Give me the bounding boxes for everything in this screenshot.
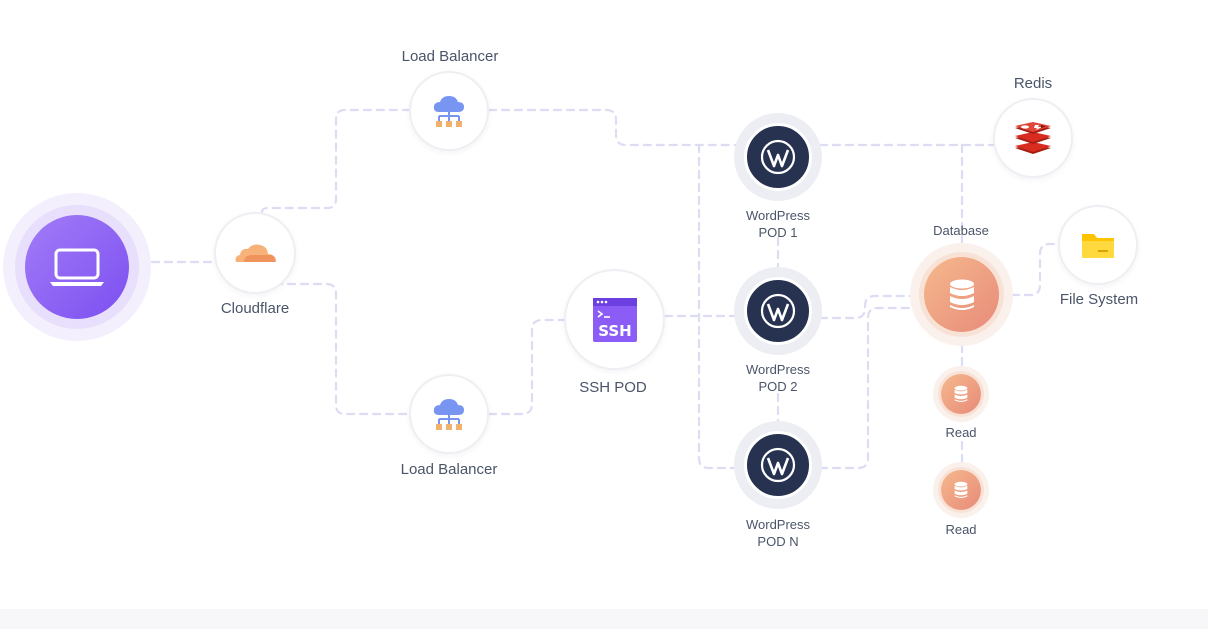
wordpress-pod-1-label-line1: WordPress xyxy=(745,208,811,223)
line-cloudflare-lb-top xyxy=(260,108,412,214)
wordpress-pod-n-label: WordPress POD N xyxy=(746,516,810,550)
read-replica-2-label: Read xyxy=(945,522,977,537)
ssh-pod-label: SSH POD xyxy=(579,379,647,396)
cloud-network-icon xyxy=(433,399,464,430)
wordpress-pod-1-node xyxy=(734,113,822,201)
line-lb-top-wp1 xyxy=(487,108,738,147)
wordpress-pod-2-label-line1: WordPress xyxy=(745,362,811,377)
wordpress-pod-1-label-line2: POD 1 xyxy=(758,225,798,240)
line-cloudflare-lb-bottom xyxy=(260,282,412,416)
folder-icon xyxy=(1082,234,1114,258)
database-node xyxy=(910,243,1013,346)
cloudflare-node xyxy=(214,212,296,294)
wordpress-pod-n-label-line2: POD N xyxy=(757,534,799,549)
wordpress-icon xyxy=(760,139,796,175)
file-system-node xyxy=(1058,205,1138,285)
line-wpn-database xyxy=(818,306,914,470)
ssh-icon-text: SSH xyxy=(598,322,632,340)
load-balancer-bottom-label: Load Balancer xyxy=(400,461,498,478)
cloudflare-icon xyxy=(235,244,276,262)
wordpress-icon xyxy=(760,293,796,329)
line-wp2-database xyxy=(818,294,914,320)
wordpress-pod-n-label-line1: WordPress xyxy=(745,517,811,532)
database-label: Database xyxy=(933,223,989,238)
ssh-terminal-icon: SSH xyxy=(592,297,637,342)
wordpress-pod-2-node xyxy=(734,267,822,355)
database-icon xyxy=(954,481,968,498)
laptop-icon xyxy=(50,248,104,286)
cloudflare-label: Cloudflare xyxy=(220,300,290,317)
line-lb-bottom-ssh xyxy=(487,318,567,416)
database-icon xyxy=(949,279,974,310)
load-balancer-top-node xyxy=(409,71,489,151)
file-system-label: File System xyxy=(1059,291,1139,308)
wordpress-pod-2-label: WordPress POD 2 xyxy=(746,361,810,395)
redis-icon xyxy=(1015,122,1051,154)
footer-band xyxy=(0,609,1208,629)
ssh-pod-node: SSH xyxy=(564,269,665,370)
read-replica-2-node xyxy=(933,462,989,518)
line-trunk-left xyxy=(697,143,738,470)
database-icon xyxy=(954,385,968,402)
wordpress-pod-2-label-line2: POD 2 xyxy=(758,379,798,394)
redis-node xyxy=(993,98,1073,178)
load-balancer-top-label: Load Balancer xyxy=(401,48,499,65)
client-laptop-node xyxy=(3,193,151,341)
load-balancer-bottom-node xyxy=(409,374,489,454)
wordpress-pod-n-node xyxy=(734,421,822,509)
redis-label: Redis xyxy=(1013,75,1053,92)
wordpress-pod-1-label: WordPress POD 1 xyxy=(746,207,810,241)
read-replica-1-label: Read xyxy=(945,425,977,440)
cloud-network-icon xyxy=(433,96,464,127)
read-replica-1-node xyxy=(933,366,989,422)
line-database-filesystem xyxy=(1010,242,1062,297)
wordpress-icon xyxy=(760,447,796,483)
